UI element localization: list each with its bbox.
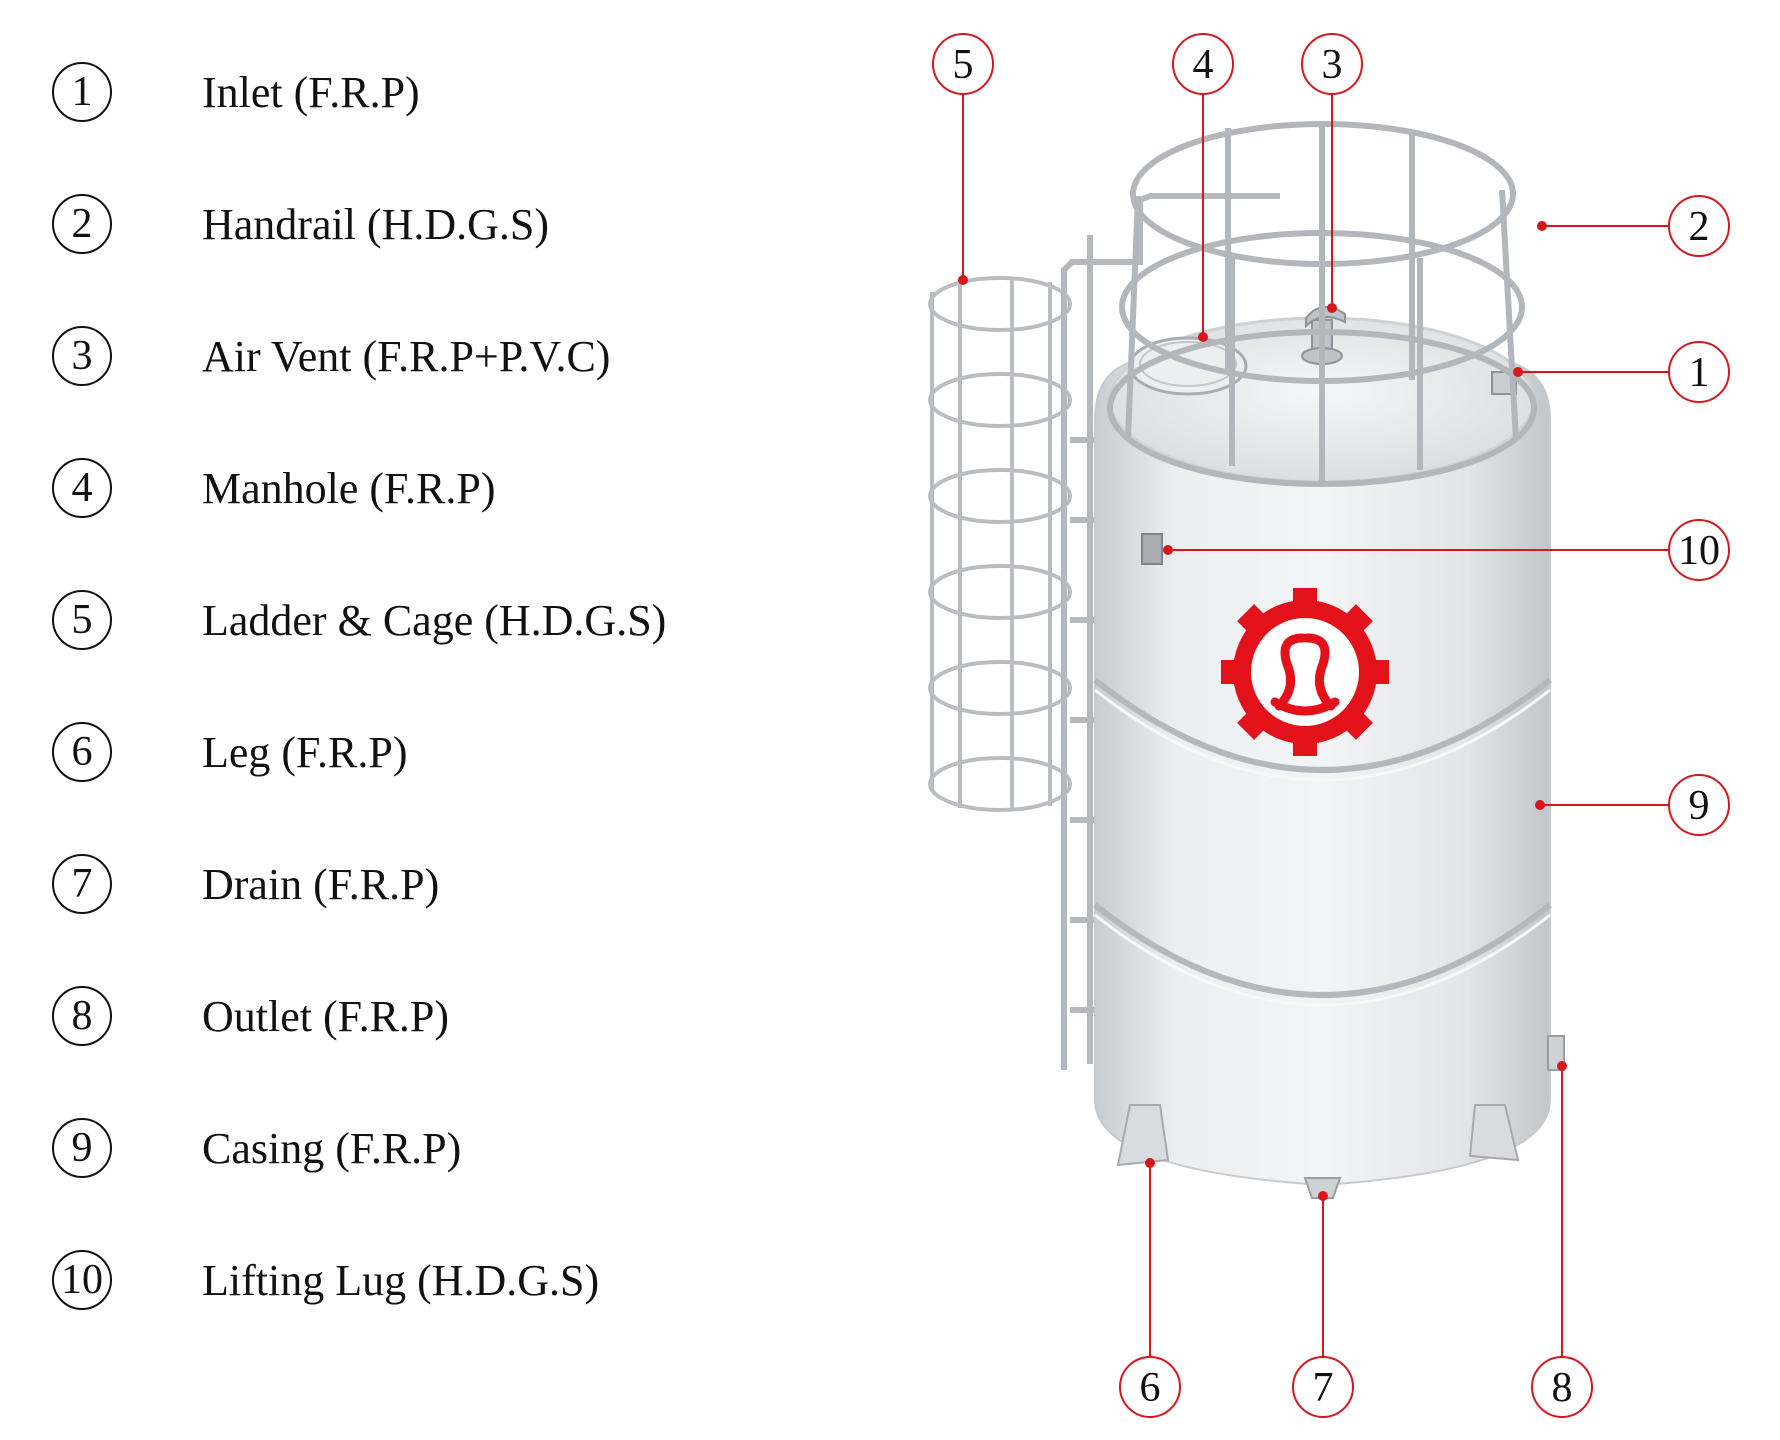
svg-text:4: 4 [1193,42,1214,88]
ladder-rails [1061,193,1280,1070]
legend-item-ladder-cage: 5 Ladder & Cage (H.D.G.S) [52,588,666,652]
legend-number: 8 [52,986,112,1046]
legend-label: Manhole (F.R.P) [202,463,496,513]
legend-item-drain: 7 Drain (F.R.P) [52,852,439,916]
svg-text:7: 7 [1313,1365,1334,1411]
legend-label: Casing (F.R.P) [202,1123,462,1173]
legend-number: 10 [52,1250,112,1310]
legend-number: 1 [52,62,112,122]
legend-number: 4 [52,458,112,518]
callout-10: 10 [1668,519,1730,581]
legend-item-outlet: 8 Outlet (F.R.P) [52,984,449,1048]
legend-label: Outlet (F.R.P) [202,991,450,1041]
legend-item-lifting-lug: 10 Lifting Lug (H.D.G.S) [52,1248,599,1312]
svg-text:8: 8 [1552,1365,1573,1411]
callout-5: 5 [932,33,994,95]
drain [1303,1177,1342,1199]
legend-item-handrail: 2 Handrail (H.D.G.S) [52,192,549,256]
legend-item-leg: 6 Leg (F.R.P) [52,720,407,784]
ladder-cage [928,276,1072,812]
legend-number: 3 [52,326,112,386]
callout-8: 8 [1531,1356,1593,1418]
company-logo-icon [1221,588,1389,756]
legend-number: 5 [52,590,112,650]
legend-label: Inlet (F.R.P) [202,67,420,117]
svg-text:2: 2 [1689,204,1710,250]
svg-text:6: 6 [1140,1365,1161,1411]
callout-3: 3 [1301,33,1363,95]
callout-6: 6 [1119,1356,1181,1418]
legend-item-manhole: 4 Manhole (F.R.P) [52,456,495,520]
callout-1: 1 [1668,341,1730,403]
legend-item-inlet: 1 Inlet (F.R.P) [52,60,420,124]
legend-label: Air Vent (F.R.P+P.V.C) [202,331,611,381]
lifting-lug [1141,533,1163,565]
legend-label: Lifting Lug (H.D.G.S) [202,1255,600,1305]
callout-leaders [958,95,1668,1357]
callout-9: 9 [1668,774,1730,836]
svg-text:9: 9 [1689,783,1710,829]
handrail [1107,121,1537,487]
svg-text:3: 3 [1322,42,1343,88]
svg-text:5: 5 [953,42,974,88]
svg-text:10: 10 [1678,528,1720,574]
legend-number: 2 [52,194,112,254]
legend-label: Drain (F.R.P) [202,859,440,909]
legend-label: Handrail (H.D.G.S) [202,199,550,249]
legend-number: 9 [52,1118,112,1178]
legend-label: Leg (F.R.P) [202,727,408,777]
callout-7: 7 [1292,1356,1354,1418]
legend-item-air-vent: 3 Air Vent (F.R.P+P.V.C) [52,324,610,388]
svg-text:1: 1 [1689,350,1710,396]
legend-label: Ladder & Cage (H.D.G.S) [202,595,667,645]
legend-number: 6 [52,722,112,782]
parts-legend: 1 Inlet (F.R.P) 2 Handrail (H.D.G.S) 3 A… [0,0,760,1440]
callout-2: 2 [1668,195,1730,257]
legend-number: 7 [52,854,112,914]
legend-item-casing: 9 Casing (F.R.P) [52,1116,461,1180]
callout-4: 4 [1172,33,1234,95]
tank-legs [1116,1104,1520,1167]
